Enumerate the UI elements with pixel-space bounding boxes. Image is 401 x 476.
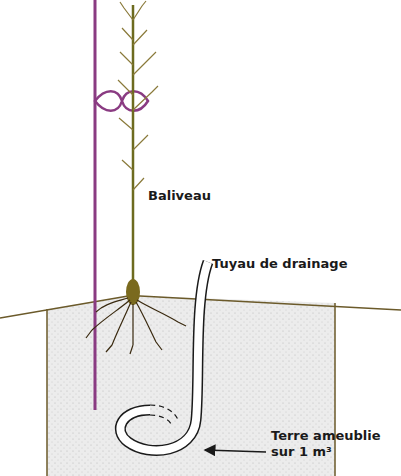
tie <box>95 91 148 111</box>
roots <box>86 298 186 354</box>
drainage-pipe <box>120 262 208 451</box>
part-label: Tuyau de drainage <box>212 256 347 272</box>
trunk <box>132 5 135 285</box>
part-label: Terre ameublie sur 1 m³ <box>271 428 395 460</box>
branches <box>118 1 158 190</box>
stake <box>94 0 97 410</box>
leader-arrow <box>205 450 266 452</box>
part-label: Baliveau <box>148 188 211 204</box>
